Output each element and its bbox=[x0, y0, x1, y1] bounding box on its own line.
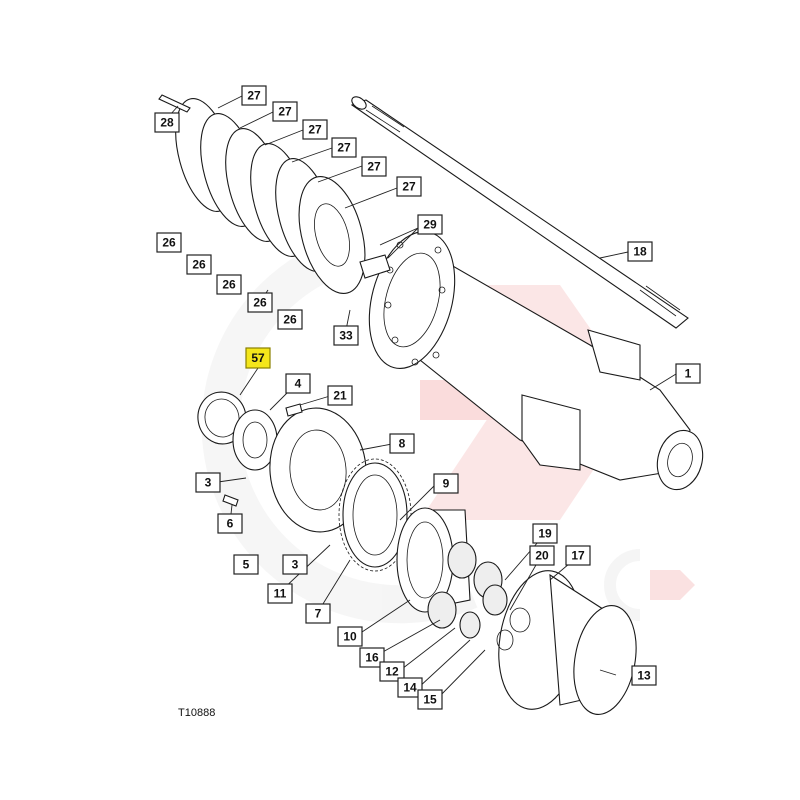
callout-12[interactable]: 12 bbox=[379, 661, 405, 682]
callout-29[interactable]: 29 bbox=[417, 214, 443, 235]
callout-28[interactable]: 28 bbox=[154, 112, 180, 133]
svg-text:17: 17 bbox=[571, 549, 585, 563]
callout-26[interactable]: 26 bbox=[247, 292, 273, 313]
svg-text:3: 3 bbox=[205, 476, 212, 490]
callout-3[interactable]: 3 bbox=[195, 472, 221, 493]
svg-text:12: 12 bbox=[385, 665, 399, 679]
svg-text:8: 8 bbox=[399, 437, 406, 451]
callout-27[interactable]: 27 bbox=[396, 176, 422, 197]
svg-text:26: 26 bbox=[162, 236, 176, 250]
svg-text:29: 29 bbox=[423, 218, 437, 232]
svg-text:4: 4 bbox=[295, 377, 302, 391]
svg-text:27: 27 bbox=[308, 123, 322, 137]
callout-5[interactable]: 5 bbox=[233, 554, 259, 575]
svg-text:27: 27 bbox=[337, 141, 351, 155]
svg-text:26: 26 bbox=[253, 296, 267, 310]
callout-26[interactable]: 26 bbox=[216, 274, 242, 295]
svg-text:10: 10 bbox=[343, 630, 357, 644]
svg-text:20: 20 bbox=[535, 549, 549, 563]
callout-13[interactable]: 13 bbox=[631, 665, 657, 686]
wheel-hub bbox=[496, 570, 637, 715]
svg-text:6: 6 bbox=[227, 517, 234, 531]
callout-15[interactable]: 15 bbox=[417, 689, 443, 710]
callout-19[interactable]: 19 bbox=[532, 523, 558, 544]
clutch-disc-pack bbox=[158, 94, 391, 295]
svg-text:21: 21 bbox=[333, 389, 347, 403]
callout-33[interactable]: 33 bbox=[333, 325, 359, 346]
svg-text:3: 3 bbox=[292, 558, 299, 572]
svg-text:28: 28 bbox=[160, 116, 174, 130]
svg-text:16: 16 bbox=[365, 651, 379, 665]
svg-text:5: 5 bbox=[243, 558, 250, 572]
callout-14[interactable]: 14 bbox=[397, 677, 423, 698]
callout-8[interactable]: 8 bbox=[389, 433, 415, 454]
ring-gear bbox=[338, 458, 412, 572]
svg-text:7: 7 bbox=[315, 607, 322, 621]
svg-text:19: 19 bbox=[538, 527, 552, 541]
svg-text:27: 27 bbox=[402, 180, 416, 194]
axle-housing bbox=[368, 231, 704, 491]
callout-27[interactable]: 27 bbox=[302, 119, 328, 140]
svg-text:27: 27 bbox=[367, 160, 381, 174]
callout-4[interactable]: 4 bbox=[285, 373, 311, 394]
svg-text:11: 11 bbox=[274, 587, 287, 601]
svg-text:18: 18 bbox=[633, 245, 647, 259]
leader-lines bbox=[169, 95, 677, 701]
callout-20[interactable]: 20 bbox=[529, 545, 555, 566]
callout-21[interactable]: 21 bbox=[327, 385, 353, 406]
svg-text:15: 15 bbox=[423, 693, 437, 707]
brake-hub bbox=[222, 403, 367, 533]
svg-text:9: 9 bbox=[443, 477, 450, 491]
svg-text:26: 26 bbox=[192, 258, 206, 272]
callout-26[interactable]: 26 bbox=[156, 232, 182, 253]
callout-17[interactable]: 17 bbox=[565, 545, 591, 566]
callout-27[interactable]: 27 bbox=[241, 85, 267, 106]
callout-27[interactable]: 27 bbox=[272, 101, 298, 122]
callout-6[interactable]: 6 bbox=[217, 513, 243, 534]
callout-18[interactable]: 18 bbox=[627, 241, 653, 262]
planet-carrier bbox=[396, 507, 471, 613]
svg-text:13: 13 bbox=[637, 669, 651, 683]
svg-text:26: 26 bbox=[222, 278, 236, 292]
callout-11[interactable]: 11 bbox=[267, 583, 293, 604]
callout-7[interactable]: 7 bbox=[305, 603, 331, 624]
planet-gears bbox=[427, 541, 508, 639]
axle-shaft bbox=[350, 96, 689, 329]
svg-text:33: 33 bbox=[339, 329, 353, 343]
callout-16[interactable]: 16 bbox=[359, 647, 385, 668]
svg-text:27: 27 bbox=[247, 89, 261, 103]
callout-26[interactable]: 26 bbox=[277, 309, 303, 330]
svg-text:26: 26 bbox=[283, 313, 297, 327]
callout-27[interactable]: 27 bbox=[331, 137, 357, 158]
callout-9[interactable]: 9 bbox=[433, 473, 459, 494]
callout-10[interactable]: 10 bbox=[337, 626, 363, 647]
svg-text:1: 1 bbox=[685, 367, 692, 381]
svg-text:27: 27 bbox=[278, 105, 292, 119]
callout-26[interactable]: 26 bbox=[186, 254, 212, 275]
svg-text:14: 14 bbox=[403, 681, 417, 695]
diagram-code: T10888 bbox=[178, 707, 215, 719]
svg-text:57: 57 bbox=[251, 351, 265, 365]
callout-27[interactable]: 27 bbox=[361, 156, 387, 177]
callout-3[interactable]: 3 bbox=[282, 554, 308, 575]
callout-57-highlighted[interactable]: 57 bbox=[245, 347, 271, 369]
callout-1[interactable]: 1 bbox=[675, 363, 701, 384]
